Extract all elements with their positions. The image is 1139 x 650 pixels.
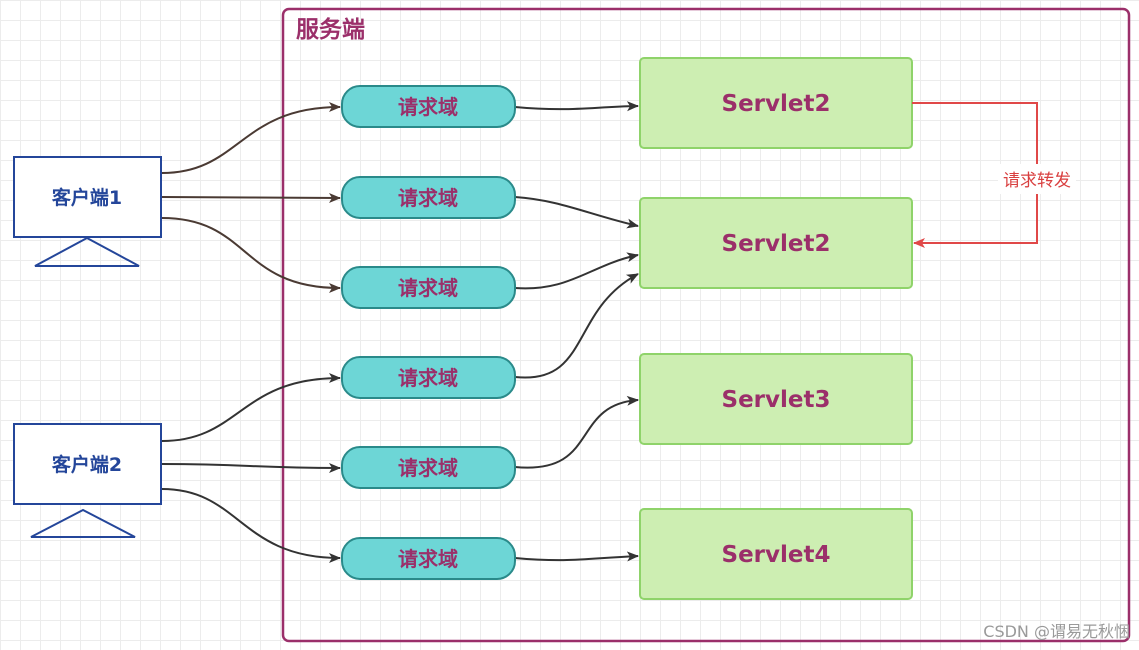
request-scope-1-label: 请求域 (398, 95, 458, 119)
client-1-stand (34, 236, 140, 267)
servlet-box-3: Servlet3 (639, 353, 913, 445)
servlet-box-2: Servlet2 (639, 197, 913, 289)
request-scope-6-shape (341, 537, 516, 580)
arrow-client2-to-scope6 (161, 488, 341, 563)
server-container (281, 7, 1131, 643)
forward-label: 请求转发 (1003, 171, 1071, 191)
server-title: 服务端 (296, 17, 365, 43)
servlet-box-3-shape (639, 353, 913, 445)
servlet-box-4-label: Servlet4 (722, 542, 831, 568)
request-scope-6: 请求域 (341, 537, 516, 580)
request-scope-3: 请求域 (341, 266, 516, 309)
arrow-client1-to-scope3 (161, 217, 341, 293)
request-scope-3-label: 请求域 (398, 276, 458, 300)
forward-label-bg (998, 164, 1076, 194)
arrow-scope5-to-servlet3 (514, 395, 639, 469)
client-2: 客户端2 (13, 423, 162, 538)
arrow-client1-to-scope1 (161, 102, 341, 174)
client-1-monitor (13, 156, 162, 238)
client-2-monitor (13, 423, 162, 505)
watermark: CSDN @谓易无秋悃 (983, 622, 1130, 641)
arrow-client2-to-scope4 (161, 373, 341, 442)
request-scope-2: 请求域 (341, 176, 516, 219)
request-scope-6-label: 请求域 (398, 547, 458, 571)
arrow-scope2-to-servlet2 (514, 196, 639, 229)
arrow-client1-to-scope2 (161, 192, 341, 203)
arrow-scope3-to-servlet2 (514, 252, 639, 290)
request-scope-1-shape (341, 85, 516, 128)
request-scope-4-shape (341, 356, 516, 399)
arrow-scope4-to-servlet2 (514, 273, 639, 379)
servlet-box-4-shape (639, 508, 913, 600)
client-1: 客户端1 (13, 156, 162, 267)
request-scope-4-label: 请求域 (398, 366, 458, 390)
client-2-label: 客户端2 (52, 453, 122, 476)
request-scope-5: 请求域 (341, 446, 516, 489)
servlet-box-4: Servlet4 (639, 508, 913, 600)
servlet-box-2-shape (639, 197, 913, 289)
request-scope-4: 请求域 (341, 356, 516, 399)
servlet-box-3-label: Servlet3 (722, 387, 831, 413)
request-scope-1: 请求域 (341, 85, 516, 128)
client-1-label: 客户端1 (52, 186, 122, 209)
arrow-client2-to-scope5 (161, 462, 341, 473)
request-scope-2-label: 请求域 (398, 186, 458, 210)
arrow-scope1-to-servlet2-top (514, 101, 639, 112)
servlet-box-1: Servlet2 (639, 57, 913, 149)
request-scope-2-shape (341, 176, 516, 219)
request-scope-5-shape (341, 446, 516, 489)
servlet-box-1-label: Servlet2 (722, 91, 831, 117)
servlet-box-2-label: Servlet2 (722, 231, 831, 257)
client-2-stand (30, 508, 136, 538)
request-scope-5-label: 请求域 (398, 456, 458, 480)
arrow-scope6-to-servlet4 (514, 551, 639, 562)
request-scope-3-shape (341, 266, 516, 309)
